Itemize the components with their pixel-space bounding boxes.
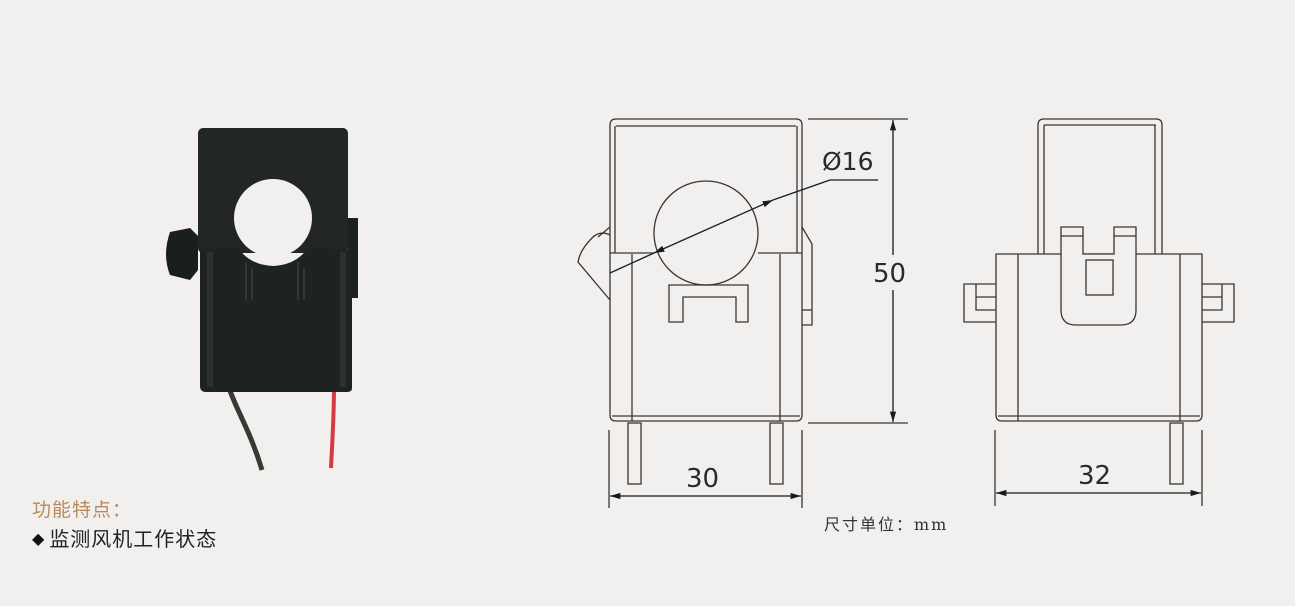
core-aperture: [234, 179, 312, 257]
height-label: 50: [873, 259, 906, 289]
feature-text: 监测风机工作状态: [49, 527, 218, 551]
lower-housing: [200, 248, 352, 392]
features-title: 功能特点：: [32, 499, 133, 521]
side-width-label: 32: [1078, 461, 1111, 491]
front-width-label: 30: [686, 464, 719, 494]
diameter-label: Ø16: [822, 147, 874, 176]
features-section: 功能特点： ◆ 监测风机工作状态: [32, 496, 217, 554]
housing-highlight: [340, 252, 346, 387]
black-wire: [225, 384, 265, 471]
unit-note: 尺寸单位：mm: [824, 515, 949, 534]
diamond-bullet-icon: ◆: [32, 529, 46, 548]
product-photo: [166, 128, 358, 471]
clip-ear-left: [166, 228, 198, 280]
feature-item: ◆ 监测风机工作状态: [32, 524, 217, 554]
red-wire: [329, 384, 336, 469]
housing-highlight: [207, 252, 213, 387]
side-view: [963, 118, 1235, 506]
front-view: [577, 118, 908, 508]
clip-ear-right: [348, 218, 358, 298]
latch-mark: [245, 262, 305, 300]
